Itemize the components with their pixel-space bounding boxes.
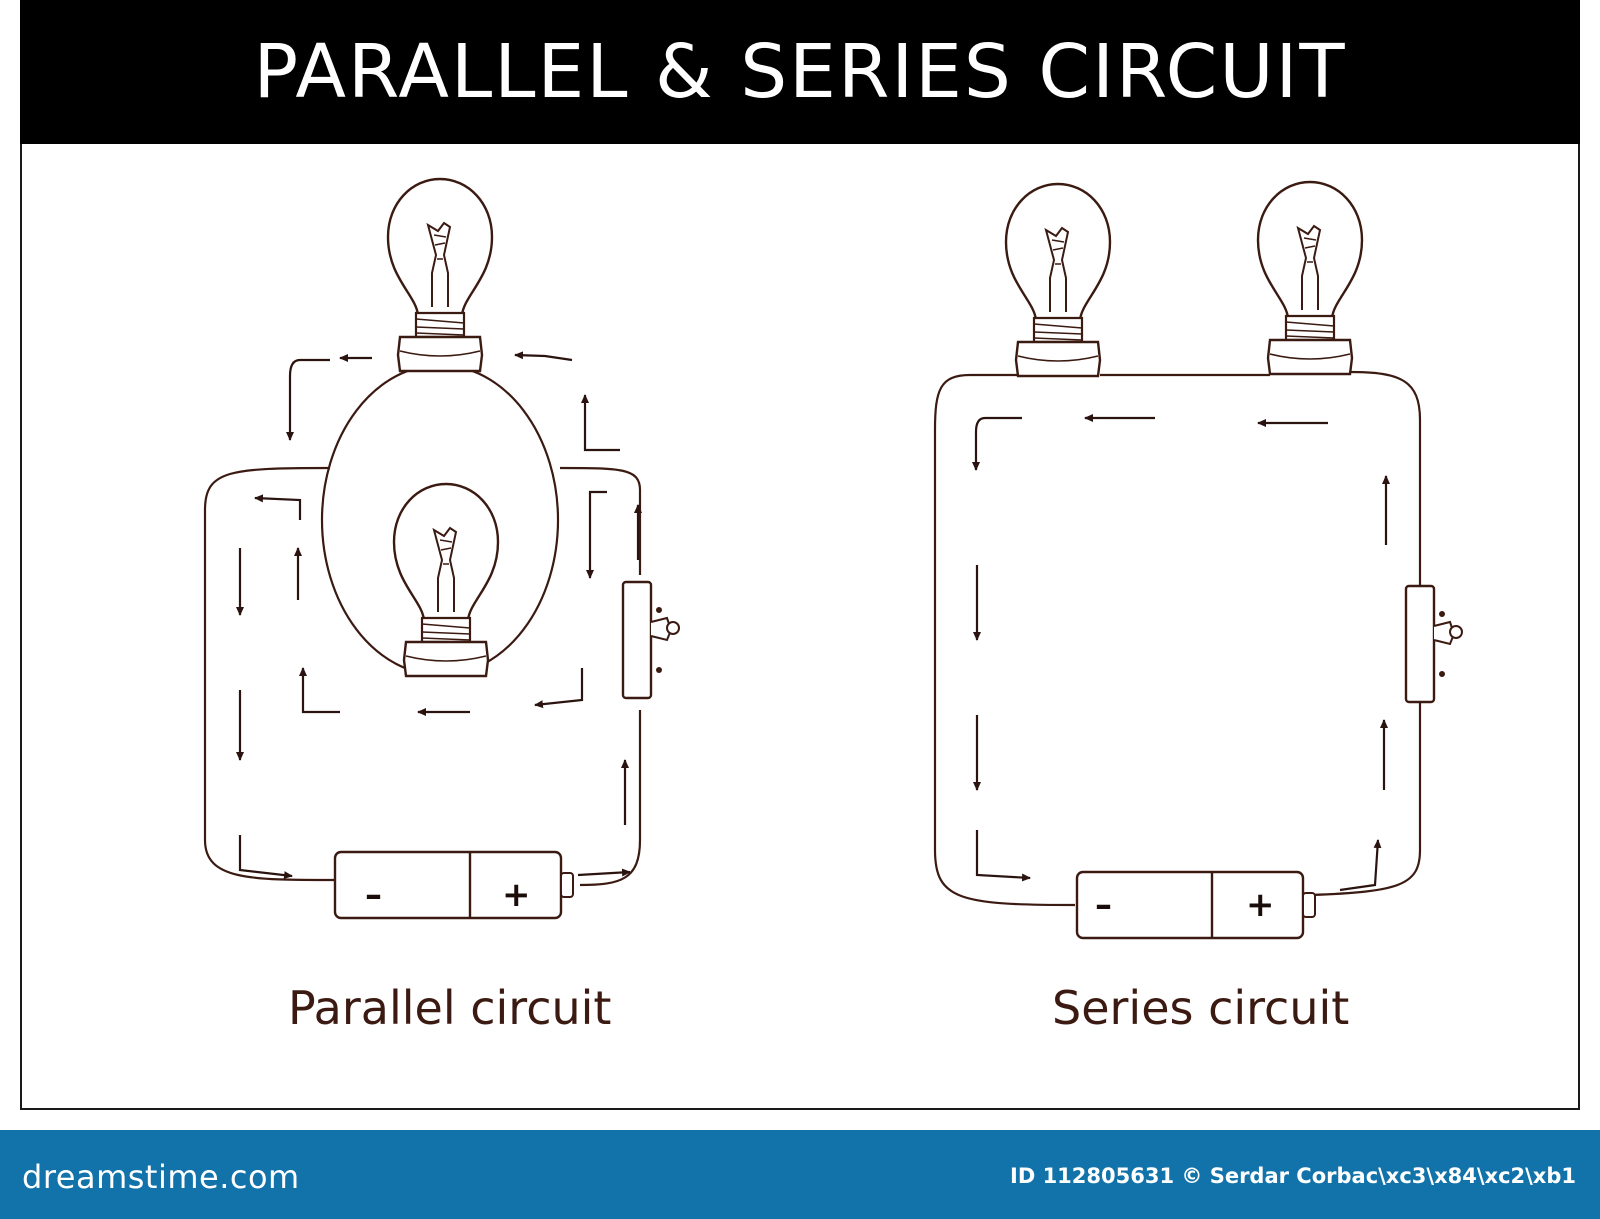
series-current-arrows xyxy=(972,414,1390,892)
page-title: PARALLEL & SERIES CIRCUIT xyxy=(253,29,1347,115)
parallel-battery-positive: + xyxy=(502,875,531,915)
series-battery-positive: + xyxy=(1246,885,1275,925)
parallel-caption: Parallel circuit xyxy=(288,981,612,1035)
series-wire-left xyxy=(933,373,1076,907)
circuit-illustrations: – + – + xyxy=(203,177,1464,940)
parallel-outer-wire xyxy=(203,466,336,882)
series-circuit xyxy=(933,370,1422,907)
series-bulb-left xyxy=(1004,182,1112,378)
brand-logo[interactable]: dreamstime.com xyxy=(22,1158,300,1196)
parallel-bulb-middle xyxy=(392,482,500,678)
footer-bar: dreamstime.com ID 112805631 © Serdar Cor… xyxy=(0,1130,1600,1219)
series-battery-negative: – xyxy=(1095,885,1112,925)
parallel-battery-negative: – xyxy=(365,875,382,915)
series-wire-right xyxy=(1309,370,1422,897)
series-bulb-right xyxy=(1256,180,1364,376)
parallel-bulb-top xyxy=(386,177,494,373)
title-bar: PARALLEL & SERIES CIRCUIT xyxy=(20,0,1580,144)
series-caption: Series circuit xyxy=(1052,981,1350,1035)
parallel-current-arrows xyxy=(236,351,642,880)
series-switch xyxy=(1404,584,1464,704)
series-battery xyxy=(1075,870,1317,940)
image-credit: ID 112805631 © Serdar Corbac\xc3\x84\xc2… xyxy=(1010,1164,1576,1188)
parallel-switch xyxy=(621,580,681,700)
